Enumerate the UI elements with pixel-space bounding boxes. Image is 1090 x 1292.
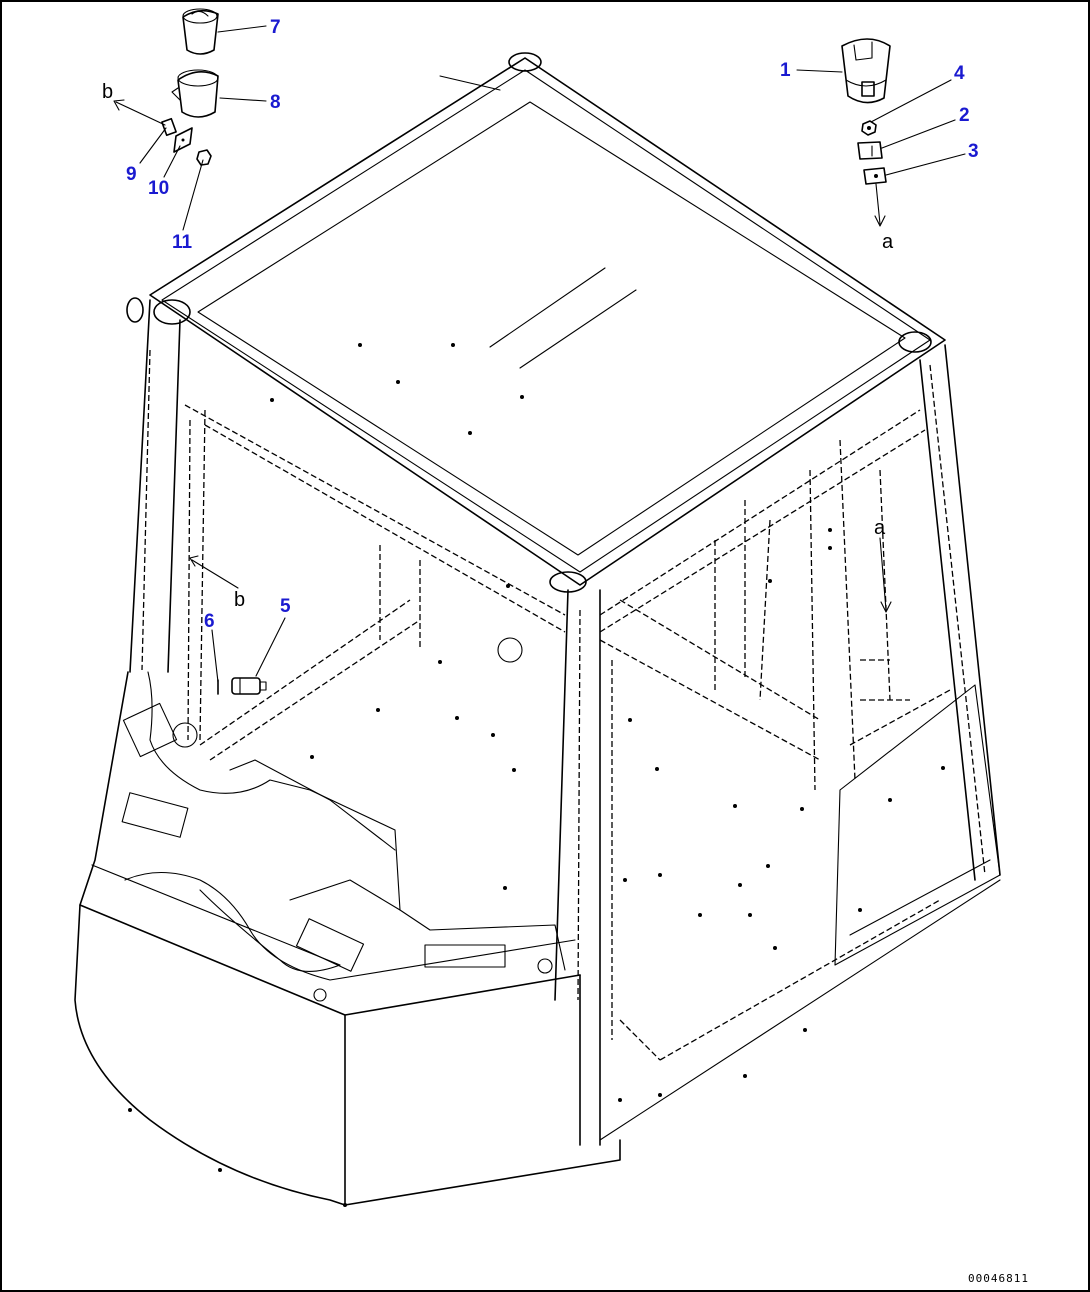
part-4-icon (861, 120, 877, 136)
callout-10: 10 (148, 178, 169, 199)
part-1-icon (841, 38, 891, 104)
drawing-code: 00046811 (968, 1272, 1029, 1285)
cab-lower-body (74, 637, 1001, 1207)
part-8-icon (171, 69, 219, 118)
part-11-icon (196, 149, 212, 166)
callout-6: 6 (204, 611, 215, 632)
callout-7: 7 (270, 17, 281, 38)
cab-interior-hidden (184, 404, 951, 1061)
callout-11: 11 (172, 232, 193, 253)
part-5-icon (231, 677, 267, 695)
reference-letter-a-cab: a (874, 517, 886, 539)
part-2-icon (857, 141, 883, 160)
cab-roof (126, 52, 946, 593)
callout-3: 3 (968, 141, 979, 162)
part-3-icon (863, 167, 887, 185)
callout-5: 5 (280, 596, 291, 617)
reference-letter-b-top: b (102, 81, 113, 103)
reference-letter-a-top: a (882, 231, 894, 253)
callout-8: 8 (270, 92, 281, 113)
part-9-icon (161, 117, 177, 137)
callout-4: 4 (954, 63, 965, 84)
reference-letter-b-cab: b (234, 589, 245, 611)
cab-assembly (74, 52, 1001, 1207)
part-10-icon (173, 127, 193, 153)
part-7-icon (182, 8, 219, 55)
callout-9: 9 (126, 164, 137, 185)
leader-lines (113, 25, 966, 683)
cab-pillars (129, 299, 1001, 1146)
callout-2: 2 (959, 105, 970, 126)
callout-1: 1 (780, 60, 791, 81)
cab-rear-panel (834, 684, 1001, 966)
